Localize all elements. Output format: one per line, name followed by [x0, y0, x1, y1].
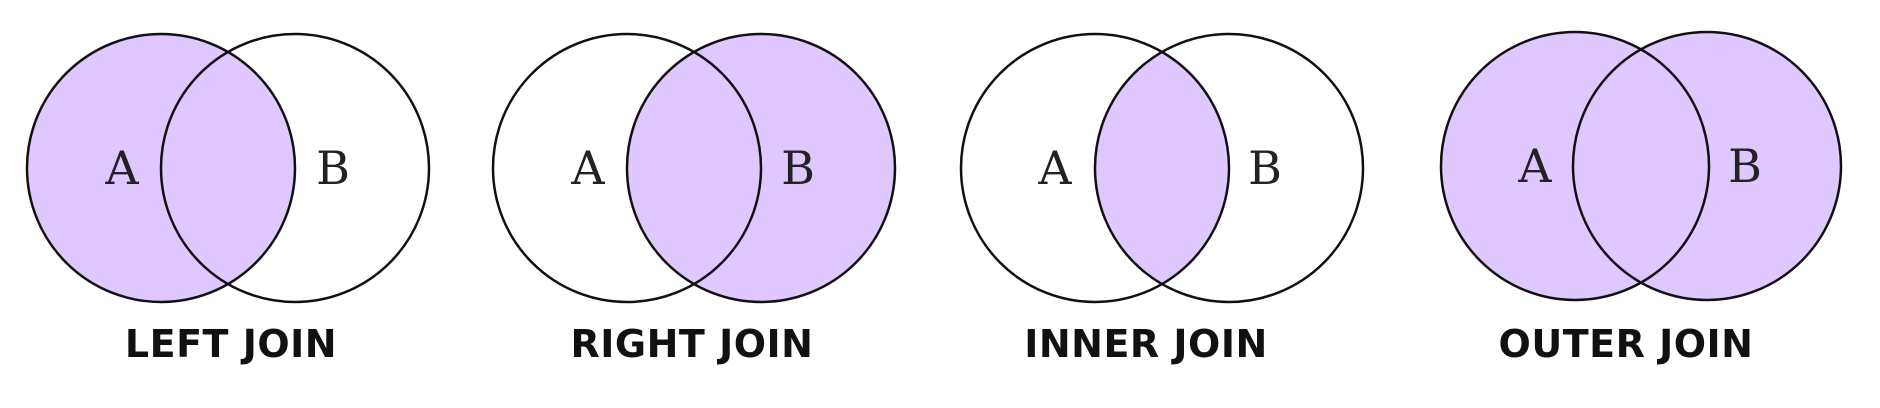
right-join-circle-a	[491, 32, 763, 304]
outer-join-circle-b	[1571, 30, 1843, 302]
outer-join-circle-a	[1439, 30, 1711, 302]
left-join-label-b: B	[316, 141, 350, 195]
outer-join-title: OUTER JOIN	[1498, 322, 1754, 366]
inner-join-title: INNER JOIN	[1024, 322, 1268, 366]
outer-join-label-b: B	[1728, 139, 1762, 193]
outer-join-label-a: A	[1517, 139, 1552, 193]
inner-join-label-b: B	[1248, 141, 1282, 195]
outer-join-fill-b	[1573, 32, 1841, 300]
inner-join-label-a: A	[1037, 141, 1072, 195]
right-join-label-a: A	[570, 141, 605, 195]
inner-join-fill-intersection	[1095, 34, 1229, 302]
left-join-title: LEFT JOIN	[124, 322, 338, 366]
inner-join-circle-a	[959, 32, 1231, 304]
right-join-circle-b	[625, 32, 897, 304]
right-join-title: RIGHT JOIN	[570, 322, 814, 366]
left-join-circle-a	[25, 32, 297, 304]
left-join-label-a: A	[104, 141, 139, 195]
inner-join-circle-b	[1093, 32, 1365, 304]
right-join-label-b: B	[781, 141, 815, 195]
left-join-circle-b	[159, 32, 431, 304]
